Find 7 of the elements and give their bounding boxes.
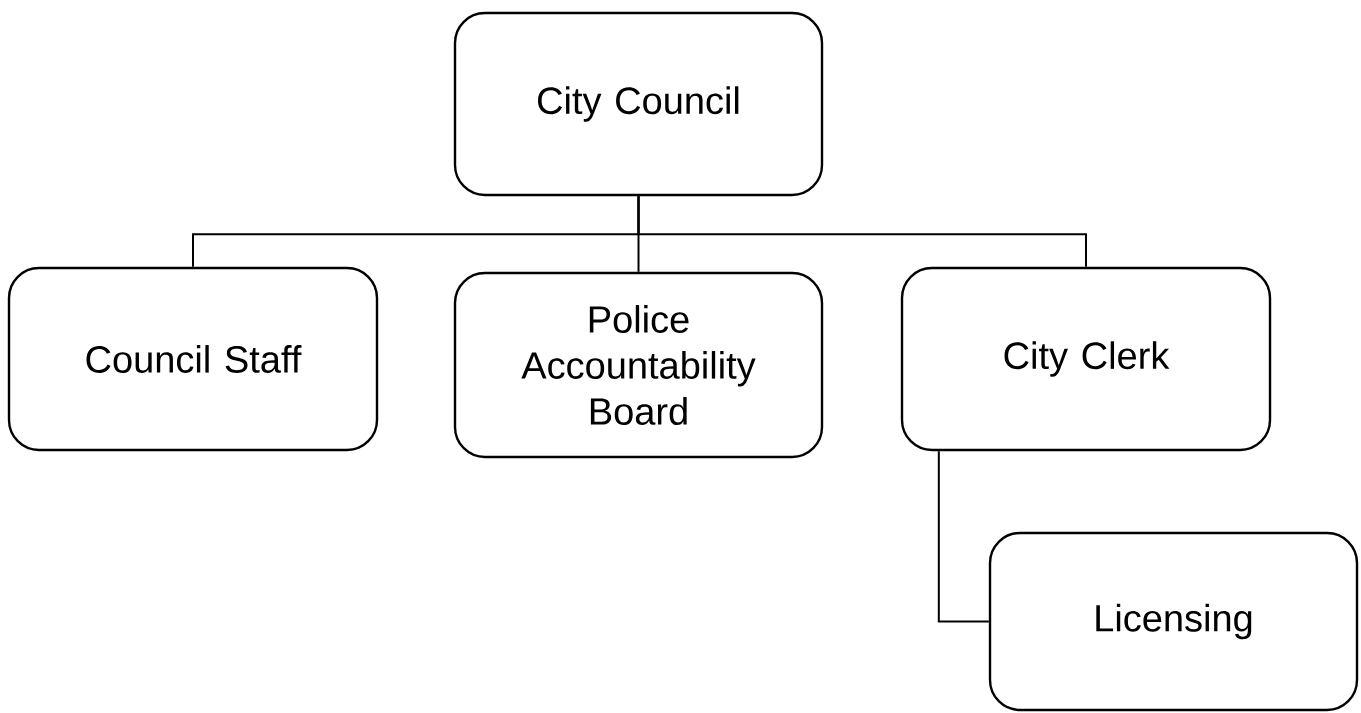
org-box: Licensing (988, 531, 1359, 712)
org-box: Council Staff (7, 266, 379, 452)
connector-line (937, 450, 990, 623)
org-box: City Council (453, 11, 824, 197)
org-box: City Clerk (900, 266, 1272, 452)
connector-line (637, 195, 1087, 268)
org-box: Police Accountability Board (453, 271, 824, 459)
